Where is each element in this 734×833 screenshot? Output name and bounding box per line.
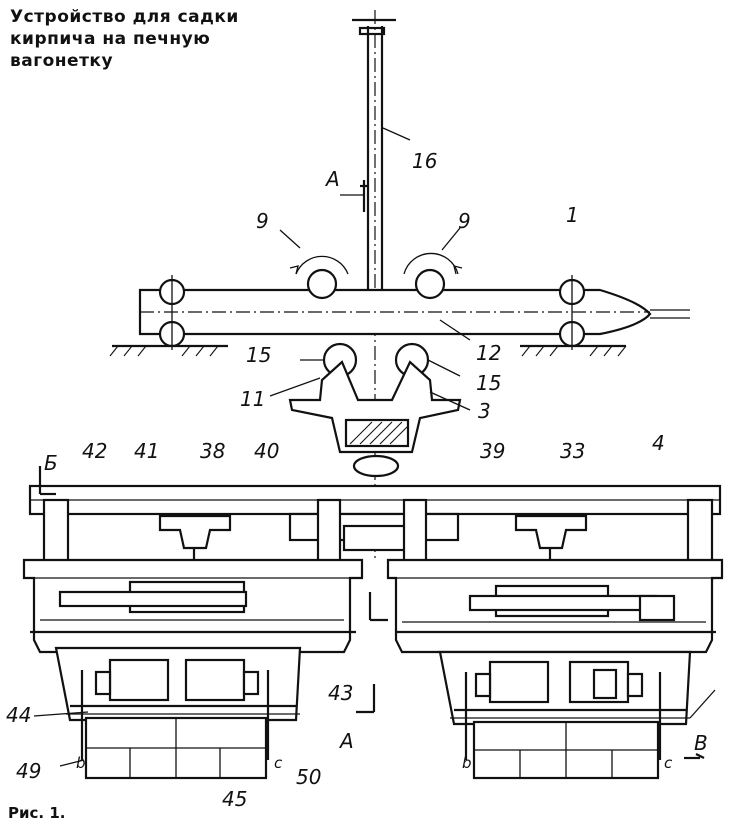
gripper-bracket [269, 319, 471, 478]
label-44: 44 [6, 703, 31, 727]
label-4: 4 [652, 431, 665, 455]
label-b-small-left: b [76, 754, 86, 772]
label-c-small-left: c [274, 754, 283, 772]
figure-label: Рис. 1. [8, 804, 66, 822]
label-50: 50 [296, 765, 321, 789]
label-9-right: 9 [458, 209, 471, 233]
diagram-title: Устройство для садки кирпича на печную в… [10, 7, 239, 71]
ground-right [520, 344, 627, 357]
label-11: 11 [240, 387, 265, 411]
label-1: 1 [566, 203, 579, 227]
main-beam [138, 275, 690, 350]
label-42: 42 [82, 439, 107, 463]
label-a-top: А [324, 167, 340, 191]
label-15-right: 15 [476, 371, 501, 395]
label-12: 12 [476, 341, 501, 365]
label-40: 40 [254, 439, 279, 463]
label-45: 45 [222, 787, 247, 811]
label-41: 41 [134, 439, 159, 463]
label-38: 38 [200, 439, 225, 463]
label-b-left: Б [44, 451, 58, 475]
vertical-column [340, 10, 411, 560]
label-33: 33 [560, 439, 585, 463]
label-39: 39 [480, 439, 505, 463]
label-v-right: В [694, 731, 708, 755]
label-3: 3 [478, 399, 491, 423]
label-16: 16 [412, 149, 437, 173]
label-49: 49 [16, 759, 41, 783]
callout-labels: 16 А 9 9 1 15 12 11 15 3 Б 42 41 38 40 3… [6, 149, 708, 811]
cross-beam [28, 484, 722, 552]
label-c-small-right: c [664, 754, 673, 772]
section-markers [38, 466, 705, 760]
label-b-small-right: b [462, 754, 472, 772]
label-43: 43 [328, 681, 353, 705]
label-a-bottom: А [338, 729, 354, 753]
label-9-left: 9 [256, 209, 269, 233]
left-gripper [22, 498, 364, 780]
upper-rollers [279, 227, 463, 300]
ground-left [109, 344, 228, 357]
right-gripper [386, 498, 724, 780]
label-15-left: 15 [246, 343, 271, 367]
